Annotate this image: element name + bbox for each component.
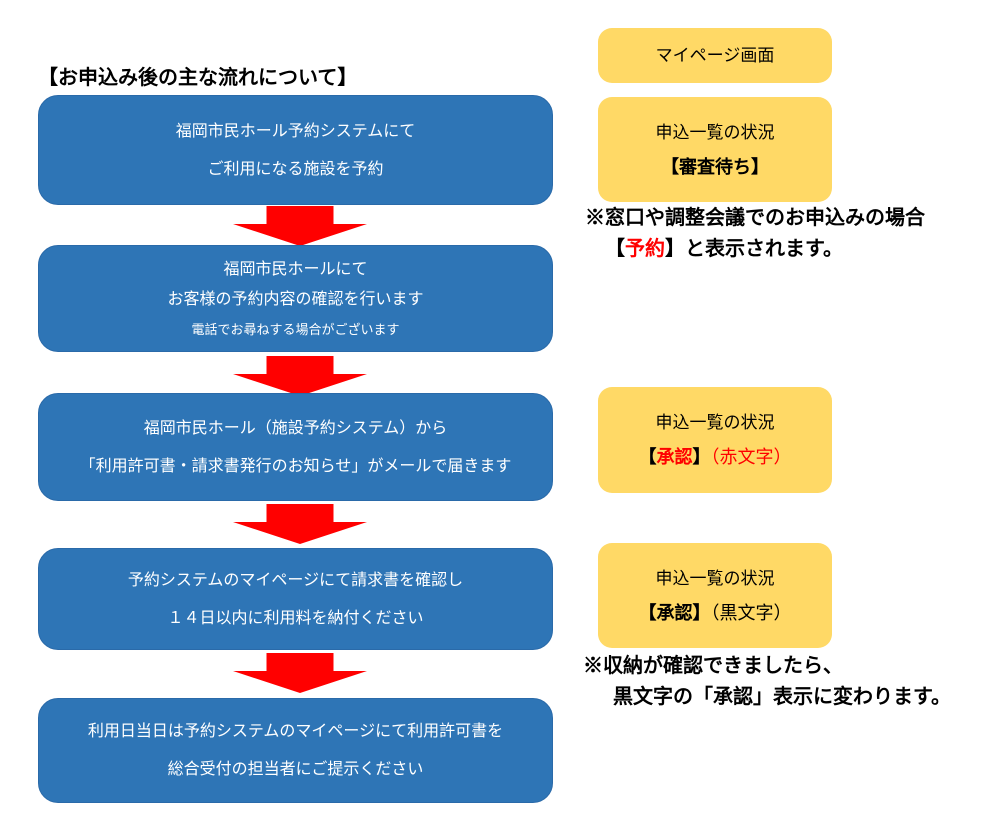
status-box-pending-review: 申込一覧の状況 【審査待ち】 bbox=[598, 97, 832, 202]
step-3-line-2: 「利用許可書・請求書発行のお知らせ」がメールで届きます bbox=[79, 457, 512, 475]
flow-step-3-email-notice: 福岡市民ホール（施設予約システム）から 「利用許可書・請求書発行のお知らせ」がメ… bbox=[38, 393, 553, 501]
approved-word-red: 承認 bbox=[656, 447, 693, 467]
note-payment-line-2: 黒文字の「承認」表示に変わります。 bbox=[613, 686, 951, 708]
step-1-line-2: ご利用になる施設を予約 bbox=[207, 160, 384, 178]
status-pending-value: 【審査待ち】 bbox=[661, 156, 769, 177]
note-window-application: ※窓口や調整会議でのお申込みの場合 【予約】と表示されます。 bbox=[585, 203, 925, 265]
note-payment-confirmation: ※収納が確認できましたら、 黒文字の「承認」表示に変わります。 bbox=[583, 651, 951, 713]
flow-step-5-show-permit: 利用日当日は予約システムのマイページにて利用許可書を 総合受付の担当者にご提示く… bbox=[38, 698, 553, 803]
bracket-open: 【 bbox=[638, 602, 657, 623]
flow-step-1-reserve-facility: 福岡市民ホール予約システムにて ご利用になる施設を予約 bbox=[38, 95, 553, 205]
status-box-mypage: マイページ画面 bbox=[598, 28, 832, 83]
down-arrow-icon bbox=[233, 206, 367, 246]
status-list-label: 申込一覧の状況 bbox=[655, 568, 775, 588]
bracket-open: 【 bbox=[638, 447, 657, 467]
step-4-line-1: 予約システムのマイページにて請求書を確認し bbox=[127, 571, 464, 589]
step-4-line-2: １４日以内に利用料を納付ください bbox=[167, 609, 424, 627]
bracket-open: 【 bbox=[605, 238, 625, 260]
status-approved-red-value: 【承認】（赤文字） bbox=[639, 445, 792, 469]
step-2-line-2: お客様の予約内容の確認を行います bbox=[167, 291, 424, 308]
step-2-phone-note: 電話でお尋ねする場合がございます bbox=[191, 322, 400, 337]
note-window-line-1: ※窓口や調整会議でのお申込みの場合 bbox=[585, 207, 925, 229]
down-arrow-icon bbox=[233, 504, 367, 544]
down-arrow-icon bbox=[233, 653, 367, 693]
note-window-line-2: 【予約】と表示されます。 bbox=[585, 234, 925, 265]
flow-step-4-pay-fee: 予約システムのマイページにて請求書を確認し １４日以内に利用料を納付ください bbox=[38, 548, 553, 650]
note-payment-line-1: ※収納が確認できましたら、 bbox=[583, 655, 843, 677]
status-list-label: 申込一覧の状況 bbox=[655, 413, 775, 432]
red-text-suffix: （赤文字） bbox=[710, 447, 792, 467]
mypage-label: マイページ画面 bbox=[655, 45, 775, 65]
status-list-label: 申込一覧の状況 bbox=[655, 122, 775, 142]
page-title: 【お申込み後の主な流れについて】 bbox=[38, 67, 358, 89]
bracket-close: 】 bbox=[665, 238, 685, 260]
step-3-line-1: 福岡市民ホール（施設予約システム）から bbox=[143, 419, 448, 437]
black-text-suffix: （黒文字） bbox=[710, 602, 792, 623]
step-5-line-1: 利用日当日は予約システムのマイページにて利用許可書を bbox=[87, 723, 504, 740]
bracket-close: 】 bbox=[692, 447, 711, 467]
status-box-approved-red: 申込一覧の状況 【承認】（赤文字） bbox=[598, 387, 832, 493]
down-arrow-icon bbox=[233, 356, 367, 396]
status-approved-black-value: 【承認】（黒文字） bbox=[639, 601, 792, 625]
step-1-line-1: 福岡市民ホール予約システムにて bbox=[175, 122, 416, 140]
note-window-rest: と表示されます。 bbox=[685, 238, 843, 260]
reservation-word-red: 予約 bbox=[625, 238, 665, 260]
status-box-approved-black: 申込一覧の状況 【承認】（黒文字） bbox=[598, 543, 832, 648]
step-5-line-2: 総合受付の担当者にご提示ください bbox=[167, 761, 424, 778]
step-2-line-1: 福岡市民ホールにて bbox=[223, 261, 368, 278]
bracket-close: 】 bbox=[692, 602, 711, 623]
approved-word-black: 承認 bbox=[656, 602, 693, 623]
flow-step-2-confirm-reservation: 福岡市民ホールにて お客様の予約内容の確認を行います 電話でお尋ねする場合がござ… bbox=[38, 245, 553, 352]
